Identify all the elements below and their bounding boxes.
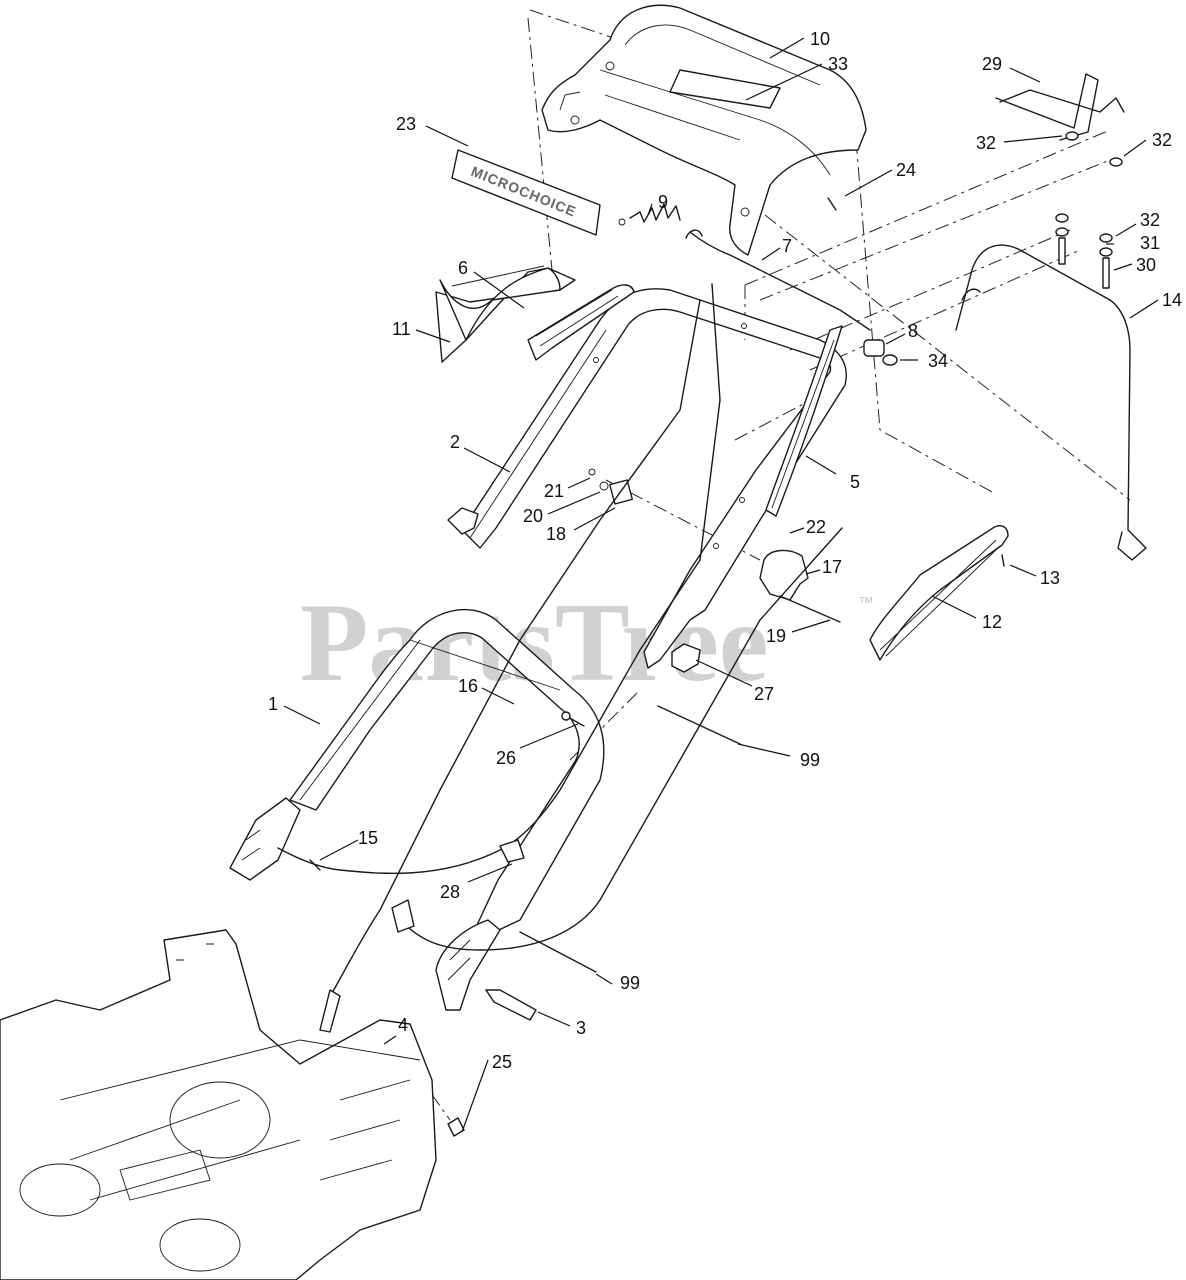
callout-99-b: 99 [620,973,640,993]
callout-6: 6 [458,258,468,278]
pivot [863,339,898,366]
callout-4: 4 [398,1015,408,1035]
callout-30: 30 [1136,255,1156,275]
callout-26: 26 [496,748,516,768]
lower-handle [229,608,605,1011]
callout-34: 33 [828,54,848,74]
callout-8: 8 [908,321,918,341]
callout-29: 29 [982,54,1002,74]
right-upper-cover [765,325,843,517]
callout-14: 14 [1162,290,1182,310]
cables [277,283,843,1033]
callout-24: 24 [896,160,916,180]
left-handle-covers [435,265,635,363]
callout-15: 15 [358,828,378,848]
callout-1: 1 [268,694,278,714]
pin [827,197,837,211]
bail-top [995,73,1125,167]
link-rod [685,229,871,331]
callout-2: 2 [450,432,460,452]
callout-17: 17 [822,557,842,577]
bolts-washers [1055,213,1113,289]
bolt-26 [561,711,585,727]
callout-9: 9 [658,192,668,212]
callout-20: 20 [523,506,543,526]
mower-deck [0,929,437,1280]
upper-handle-tube [447,288,847,669]
cable-ties [519,705,741,973]
spring [618,203,681,226]
bail [955,244,1147,561]
callout-7: 7 [782,236,792,256]
callout-12: 12 [982,612,1002,632]
callout-25: 25 [492,1052,512,1072]
callout-18: 18 [546,524,566,544]
callout-3: 3 [576,1018,586,1038]
callout-27: 27 [754,684,774,704]
callout-13: 13 [1040,568,1060,588]
callout-99-a: 99 [800,750,820,770]
callout-21: 21 [544,481,564,501]
callout-28: 28 [440,882,460,902]
knob-assembly [671,549,841,673]
callout-11: 11 [392,319,411,339]
callout-23: 23 [396,114,416,134]
callout-22: 22 [806,517,826,537]
leader-lines [283,37,1159,1133]
callout-32-a: 32 [976,133,996,153]
decal: MICROCHOICE [451,149,601,236]
callout-labels: 10 33 23 9 24 7 6 11 8 34 29 32 32 32 31… [268,29,1182,1072]
callout-5: 5 [850,472,860,492]
callout-31: 31 [1140,233,1160,253]
callout-32-c: 32 [1140,210,1160,230]
callout-19: 19 [766,626,786,646]
callout-32-b: 32 [1152,130,1172,150]
right-lower-cover [869,525,1009,661]
cable-clip [588,468,633,505]
callout-16: 16 [458,676,478,696]
watermark-trademark: ™ [858,595,874,612]
callout-33: 34 [928,351,948,371]
callout-10: 10 [810,29,830,49]
upper-handle-console [541,4,867,256]
